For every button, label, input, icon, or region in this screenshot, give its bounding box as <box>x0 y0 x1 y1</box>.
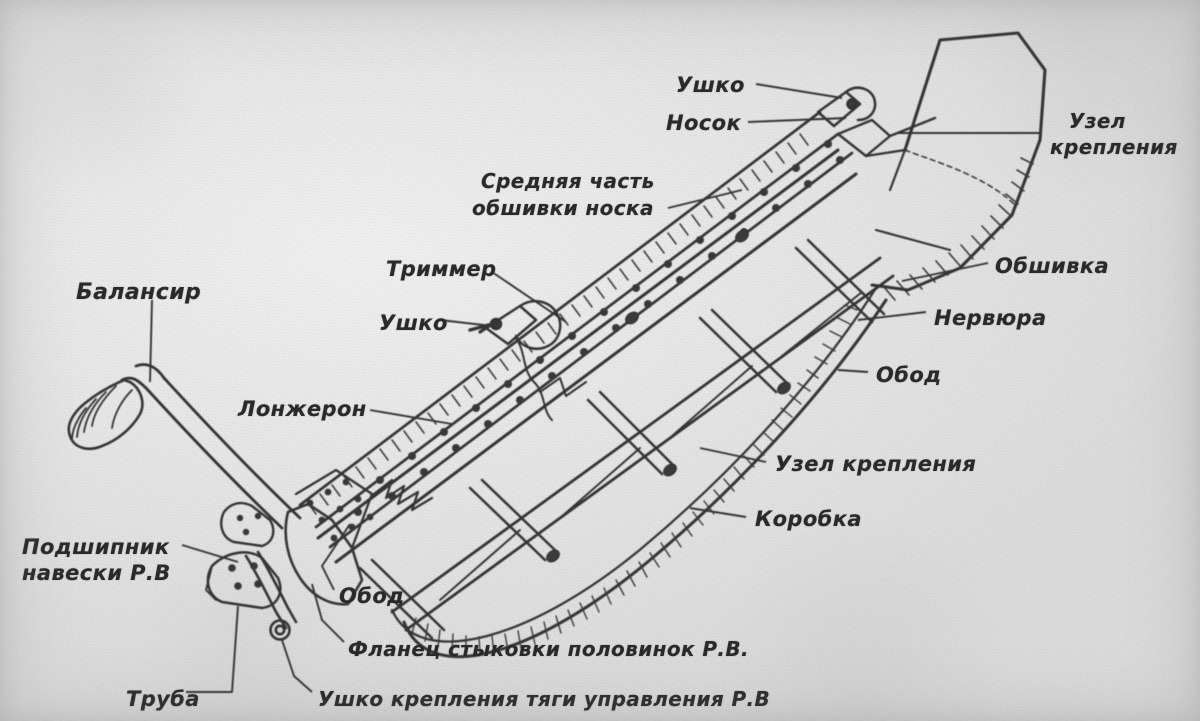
internal-stringers <box>439 291 863 601</box>
nose-rivet-row-upper <box>376 140 832 484</box>
root-skin-cut-edge <box>372 478 434 512</box>
label-uzel-krep-line2: крепления <box>1050 135 1178 159</box>
label-mid-skin-line1: Средняя часть <box>481 169 655 193</box>
label-trimmer: Триммер <box>386 257 497 281</box>
rib-set <box>358 238 886 640</box>
label-lonzheron: Лонжерон <box>238 397 367 421</box>
upper-hinge-bracket <box>220 501 275 548</box>
tip-skin-panel <box>870 31 1047 292</box>
torque-tube <box>120 363 302 530</box>
label-uzel-krep-line1: Узел <box>1069 109 1126 133</box>
rear-frame-member <box>390 256 895 632</box>
label-truba: Труба <box>126 687 200 711</box>
label-podshipnik-line2: навески Р.В <box>22 561 171 585</box>
root-end-plate <box>284 468 374 606</box>
label-podshipnik-line1: Подшипник <box>22 535 170 559</box>
tip-trailing-hatch <box>883 157 1034 301</box>
tip-inner-rib <box>874 148 952 252</box>
balance-weight <box>67 378 144 450</box>
control-horn-lever <box>244 550 298 641</box>
label-mid-skin-line2: обшивки носка <box>472 196 654 220</box>
hinge-bearing-bolt-holes <box>228 562 262 590</box>
label-obshivka: Обшивка <box>995 254 1110 278</box>
label-ushko-top: Ушко <box>676 73 745 97</box>
mid-bay-panel-edge <box>515 337 553 421</box>
mid-bay-cut-edge <box>539 377 587 397</box>
main-spar <box>316 148 858 564</box>
nose-tip-attachment <box>836 116 937 158</box>
upper-hinge-rivets <box>236 512 262 536</box>
root-flange-rivets <box>306 478 374 542</box>
label-ushko-tyagi: Ушко крепления тяги управления Р.В <box>318 687 771 711</box>
label-korobka: Коробка <box>755 507 862 531</box>
label-flanec: Фланец стыковки половинок Р.В. <box>348 637 750 661</box>
label-balansir: Балансир <box>76 280 202 305</box>
label-nervyura: Нервюра <box>934 306 1047 330</box>
trailing-rim-hatch <box>411 304 858 655</box>
nose-eye-fitting <box>816 86 877 128</box>
leading-edge-strip <box>298 110 854 549</box>
hinge-bearing-housing <box>205 551 282 610</box>
rib-joint-fittings <box>546 229 791 563</box>
label-obod-right: Обод <box>876 363 942 387</box>
leader-lines <box>149 83 1040 693</box>
label-nosok: Носок <box>666 111 742 135</box>
label-obod-left: Обод <box>339 584 405 608</box>
label-ushko-mid: Ушко <box>379 311 448 335</box>
label-uzel-krep-mid: Узел крепления <box>775 452 977 476</box>
